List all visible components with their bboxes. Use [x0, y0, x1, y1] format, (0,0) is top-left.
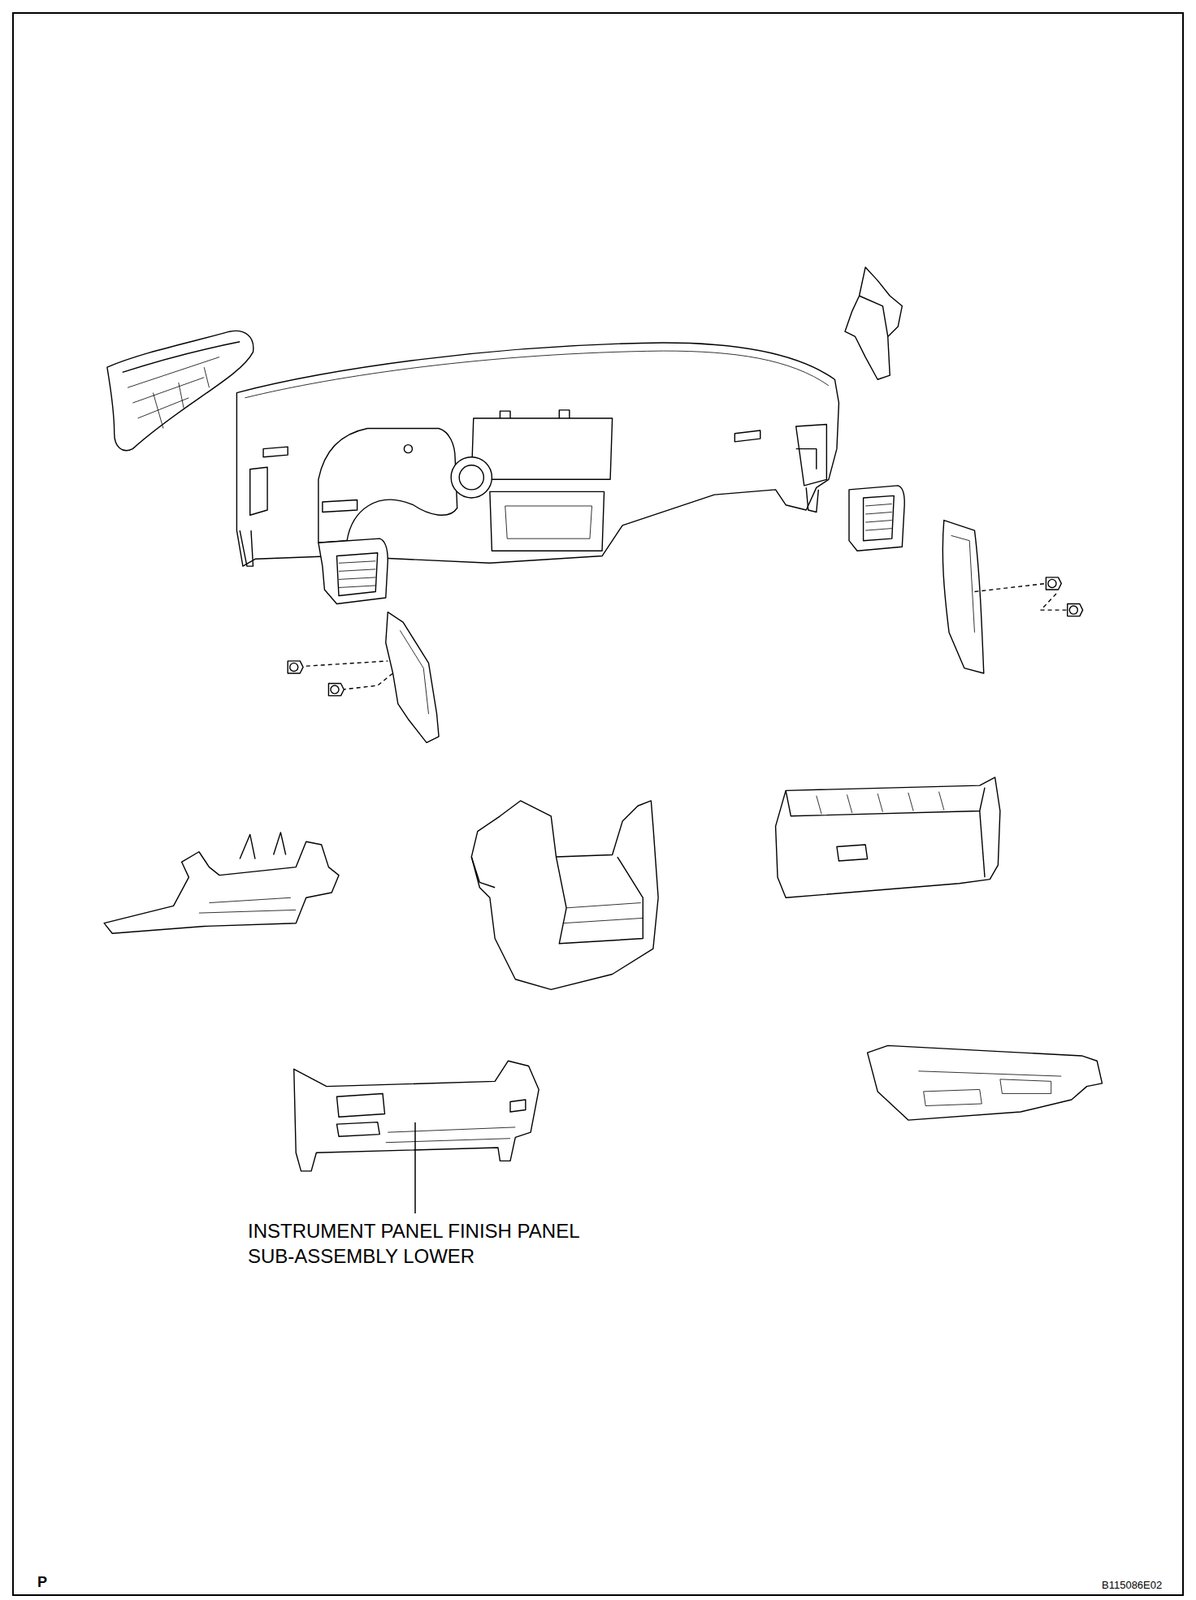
page-mark: P — [37, 1574, 48, 1591]
air-vent — [318, 538, 388, 604]
figure-code: B115086E02 — [1101, 1579, 1162, 1592]
finish-panel — [294, 1061, 539, 1172]
side-panel — [287, 612, 439, 744]
part-name: INSTRUMENT PANEL FINISH PANEL SUB-ASSEMB… — [247, 1218, 606, 1270]
frame — [13, 13, 1183, 1596]
console-cover — [471, 801, 659, 990]
under-cover — [867, 1045, 1103, 1121]
panel-reinforcement — [104, 832, 339, 934]
side-end-piece — [845, 267, 902, 380]
leader-line — [414, 1122, 416, 1214]
side-panel — [942, 520, 1083, 674]
air-vent — [849, 485, 905, 551]
side-end-piece — [107, 330, 254, 451]
glove-box — [775, 777, 1001, 898]
instrument-panel — [236, 342, 839, 567]
